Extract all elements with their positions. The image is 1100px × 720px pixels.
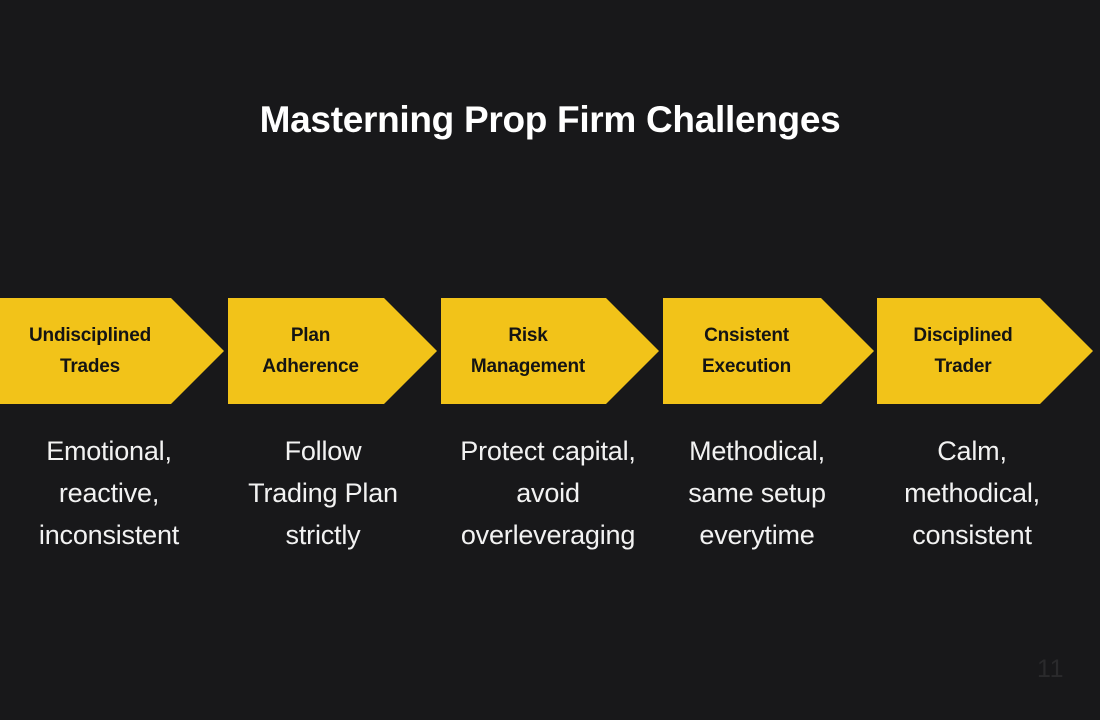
flow-step-description: Calm, methodical, consistent (904, 436, 1040, 550)
flow-step-risk-management[interactable]: Risk Management (441, 298, 659, 404)
flow-step-label: Undisciplined Trades (29, 324, 151, 377)
flow-step-plan-adherence[interactable]: Plan Adherence (228, 298, 437, 404)
flow-step-label: Risk Management (470, 324, 586, 377)
flow-step-consistent-execution[interactable]: Cnsistent Execution (663, 298, 874, 404)
flow-step-label: Cnsistent Execution (702, 324, 791, 377)
flow-step-description: Protect capital, avoid overleveraging (460, 436, 636, 550)
page-title: Masterning Prop Firm Challenges (259, 99, 841, 140)
flow-step-disciplined-trader[interactable]: Disciplined Trader (877, 298, 1093, 404)
process-flow-descriptions: Emotional, reactive, inconsistent Follow… (0, 430, 1100, 560)
process-flow: Undisciplined Trades Plan Adherence Risk… (0, 298, 1100, 404)
flow-step-description: Methodical, same setup everytime (688, 436, 826, 550)
slide-page-number: 11 (1037, 655, 1064, 683)
flow-step-undisciplined-trades[interactable]: Undisciplined Trades (0, 298, 224, 404)
flow-step-description: Follow Trading Plan strictly (248, 436, 398, 550)
flow-step-label: Disciplined Trader (913, 324, 1013, 377)
flow-step-description: Emotional, reactive, inconsistent (38, 436, 180, 550)
flow-step-label: Plan Adherence (262, 324, 359, 377)
